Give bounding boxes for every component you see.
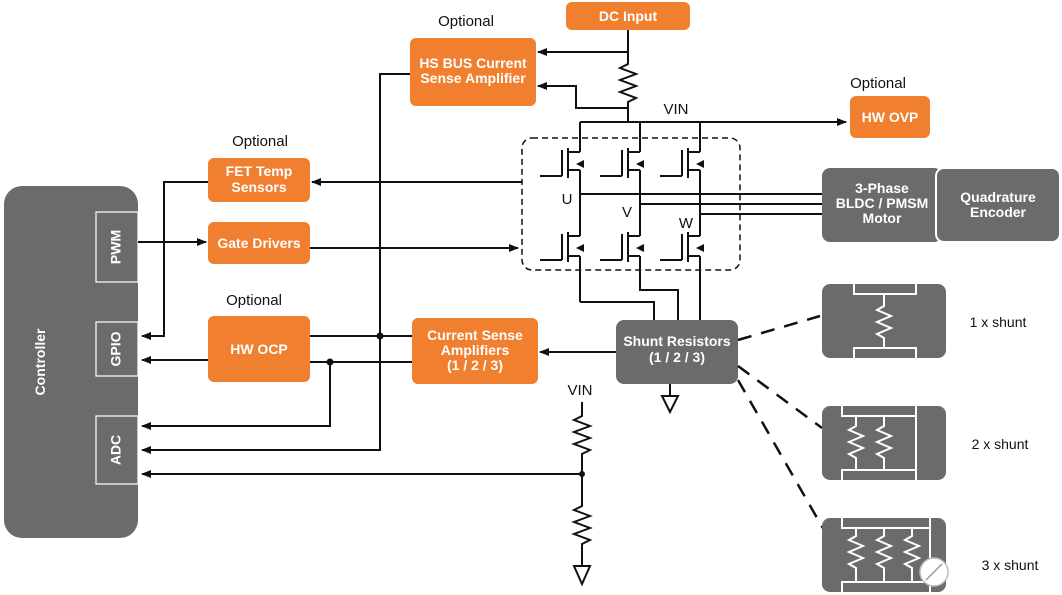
- fet-temp-label-line1: FET Temp: [226, 163, 293, 179]
- csa-label-line1: Current Sense: [427, 327, 523, 343]
- shunt-option-2: [822, 406, 946, 480]
- vin-divider: [141, 402, 593, 587]
- controller-title: Controller: [32, 328, 48, 395]
- motor-label-line2: BLDC / PMSM: [836, 195, 929, 211]
- hs-bus-label-line2: Sense Amplifier: [420, 70, 526, 86]
- dc-input-block: DC Input: [566, 2, 690, 30]
- shunt-option-2-label: 2 x shunt: [972, 436, 1029, 452]
- shunt-resistors-block: Shunt Resistors (1 / 2 / 3): [616, 320, 738, 384]
- gate-drivers-block: Gate Drivers: [208, 222, 310, 264]
- shunt-option-3-label: 3 x shunt: [982, 557, 1039, 573]
- encoder-label-line2: Encoder: [970, 204, 1027, 220]
- shunt-option-3: [822, 518, 949, 592]
- vin-label-top: VIN: [663, 101, 688, 118]
- fet-temp-to-gpio-wire: [141, 181, 208, 340]
- csa-to-adc-wire: [141, 362, 331, 430]
- csa-label-line2: Amplifiers: [441, 342, 510, 358]
- optional-label-ocp: Optional: [226, 292, 282, 309]
- hw-ovp-label: HW OVP: [862, 109, 919, 125]
- hw-ovp-block: HW OVP: [850, 96, 930, 138]
- controller-block: Controller PWM GPIO ADC: [4, 186, 139, 538]
- vin-divider-resistor-top: [571, 402, 593, 474]
- port-gpio-label: GPIO: [108, 331, 124, 366]
- hw-ocp-block: HW OCP: [208, 316, 310, 382]
- phase-v-label: V: [622, 204, 632, 221]
- inverter-bridge-box: [521, 137, 741, 271]
- fet-temp-label-line2: Sensors: [231, 179, 286, 195]
- motor-label-line3: Motor: [863, 210, 902, 226]
- inverter-bridge: [540, 122, 822, 320]
- hw-ocp-label: HW OCP: [230, 341, 288, 357]
- motor-label-line1: 3-Phase: [855, 180, 909, 196]
- shunt-option-1-label: 1 x shunt: [970, 314, 1027, 330]
- encoder-label-line1: Quadrature: [960, 189, 1036, 205]
- phase-u-label: U: [562, 191, 573, 208]
- optional-label-fet-temp: Optional: [232, 133, 288, 150]
- shunt-ground-symbol: [660, 384, 680, 415]
- dc-input-wiring: [537, 30, 847, 126]
- csa-label-line3: (1 / 2 / 3): [447, 357, 503, 373]
- phase-w-label: W: [679, 215, 694, 232]
- optional-label-ovp: Optional: [850, 75, 906, 92]
- optional-label-hs-bus: Optional: [438, 13, 494, 30]
- dc-input-label: DC Input: [599, 8, 658, 24]
- vin-divider-ground: [572, 565, 592, 587]
- motor-block: 3-Phase BLDC / PMSM Motor: [822, 168, 942, 242]
- shunt-label-line1: Shunt Resistors: [623, 333, 731, 349]
- dc-sense-resistor: [617, 58, 639, 122]
- current-sense-amplifiers-block: Current Sense Amplifiers (1 / 2 / 3): [412, 318, 538, 384]
- port-adc: ADC: [95, 415, 139, 485]
- port-pwm-label: PWM: [108, 230, 124, 264]
- port-gpio: GPIO: [95, 321, 139, 377]
- port-pwm: PWM: [95, 211, 139, 283]
- vin-label-bottom: VIN: [567, 382, 592, 399]
- port-adc-label: ADC: [108, 435, 124, 465]
- shunt-option-1: [822, 284, 946, 358]
- shunt-label-line2: (1 / 2 / 3): [649, 349, 705, 365]
- hs-bus-label-line1: HS BUS Current: [419, 55, 527, 71]
- vin-divider-resistor-bottom: [571, 474, 593, 566]
- gate-drivers-label: Gate Drivers: [217, 235, 300, 251]
- shunt-option-dashed-leaders: [736, 314, 826, 531]
- hs-bus-csa-block: HS BUS Current Sense Amplifier: [410, 38, 536, 106]
- hs-bus-to-adc-wire: [141, 73, 410, 454]
- fet-temp-block: FET Temp Sensors: [208, 158, 310, 202]
- encoder-block: Quadrature Encoder: [935, 167, 1061, 243]
